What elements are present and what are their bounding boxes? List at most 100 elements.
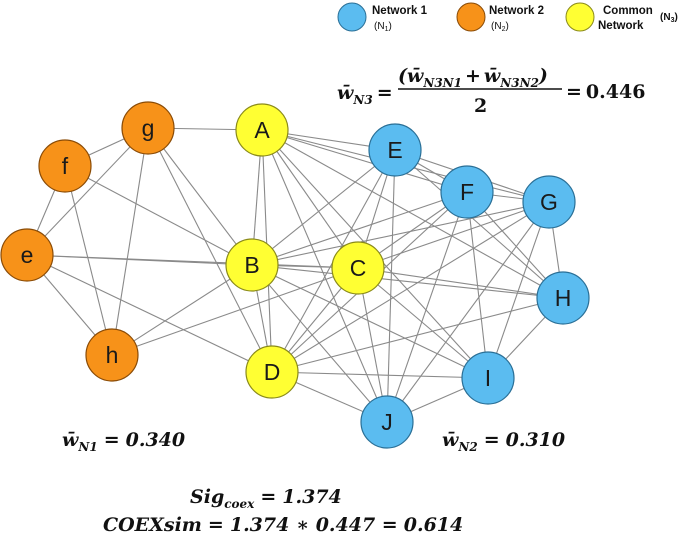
node-label-A: A (254, 117, 270, 143)
node-circle-E (368, 123, 422, 177)
edge-g-e (26, 127, 149, 256)
node-circle-G (522, 175, 576, 229)
node-h: h (85, 328, 139, 382)
node-E: E (368, 123, 422, 177)
node-D: D (245, 345, 299, 399)
formula-coexsim-text: COEXsim=1.374 ∗ 0.447 =0.614 (103, 514, 463, 536)
node-F: F (440, 165, 494, 219)
node-H: H (536, 271, 590, 325)
legend-label-network-1: Network 1 (372, 5, 428, 17)
edge-B-E (251, 149, 396, 266)
edge-F-J (386, 191, 468, 423)
edge-g-h (111, 127, 149, 356)
formula-sig-coex-text: Sigcoex=1.374 (190, 486, 342, 511)
legend-label-network-2: Network 2 (489, 5, 544, 17)
formula-w-n1-text: w̄N1=0.340 (62, 429, 185, 454)
legend-label-common: Common (603, 5, 653, 17)
node-I: I (461, 351, 515, 405)
edge-D-I (271, 371, 489, 379)
node-C: C (331, 241, 385, 295)
node-e: e (0, 228, 54, 282)
node-G: G (522, 175, 576, 229)
legend-item-network-1: Network 1 (N1) (337, 2, 428, 33)
node-label-B: B (244, 252, 259, 278)
legend-swatch-network-2 (456, 2, 486, 32)
legend-sub-network-2: (N2) (491, 21, 509, 33)
edge-B-F (251, 191, 468, 266)
node-circle-e (0, 228, 54, 282)
edge-B-J (251, 264, 388, 423)
edge-E-J (386, 149, 396, 423)
node-g: g (121, 101, 175, 155)
node-label-H: H (555, 285, 572, 311)
edge-B-H (251, 264, 564, 299)
edge-h-C (111, 267, 359, 356)
node-circle-I (461, 351, 515, 405)
node-circle-F (440, 165, 494, 219)
edge-A-H (261, 129, 564, 299)
node-layer: A B C D E F G H I Je f g h (0, 101, 590, 449)
edge-f-h (64, 165, 113, 356)
edge-f-B (64, 165, 253, 266)
edge-C-H (357, 267, 564, 299)
formula-w-n3-denominator: 2 (474, 95, 487, 117)
legend-item-network-2: Network 2 (N2) (456, 2, 544, 33)
formula-w-n3-numerator: (w̄N3N1+w̄N3N2) (398, 65, 548, 90)
node-circle-D (245, 345, 299, 399)
node-circle-f (38, 139, 92, 193)
node-label-F: F (460, 179, 474, 205)
node-label-E: E (387, 137, 402, 163)
edge-A-J (261, 129, 388, 423)
edge-B-G (251, 201, 550, 266)
formula-w-n2-text: w̄N2=0.310 (442, 429, 565, 454)
formula-w-n3: w̄N3= (w̄N3N1+w̄N3N2) 2 =0.446 (337, 65, 645, 117)
node-label-C: C (350, 255, 367, 281)
formula-w-n3-lhs: w̄N3= (337, 82, 393, 107)
edge-g-B (147, 127, 253, 266)
node-A: A (235, 103, 289, 157)
edge-h-B (111, 264, 253, 356)
formula-sig-coex: Sigcoex=1.374 (190, 486, 342, 511)
edge-D-G (271, 201, 550, 373)
formula-w-n1: w̄N1=0.340 (62, 429, 185, 454)
node-circle-B (225, 238, 279, 292)
node-label-h: h (106, 342, 119, 368)
edge-G-J (386, 201, 550, 423)
node-B: B (225, 238, 279, 292)
node-circle-C (331, 241, 385, 295)
node-f: f (38, 139, 92, 193)
legend-sub-network-1: (N1) (374, 21, 392, 33)
node-label-g: g (142, 115, 155, 141)
node-label-D: D (264, 359, 281, 385)
edge-A-F (261, 129, 468, 193)
node-circle-A (235, 103, 289, 157)
edge-g-D (147, 127, 273, 373)
node-circle-h (85, 328, 139, 382)
legend-sub-common-network: (N3) (660, 12, 678, 24)
legend-label-network: Network (598, 20, 644, 32)
edge-E-H (394, 149, 564, 299)
legend-item-common-network: Common Network (N3) (565, 2, 678, 32)
node-J: J (360, 395, 414, 449)
node-label-e: e (21, 242, 34, 268)
node-label-I: I (485, 365, 491, 391)
edge-B-I (251, 264, 489, 379)
legend: Network 1 (N1) Network 2 (N2) Common Net… (337, 2, 678, 33)
node-label-G: G (540, 189, 558, 215)
node-circle-g (121, 101, 175, 155)
edge-F-I (466, 191, 489, 379)
node-label-f: f (62, 153, 69, 179)
edge-e-C (26, 254, 359, 269)
node-circle-J (360, 395, 414, 449)
edge-C-G (357, 201, 550, 269)
edge-G-I (487, 201, 550, 379)
edge-e-D (26, 254, 273, 373)
formula-w-n2: w̄N2=0.310 (442, 429, 565, 454)
legend-swatch-common-network (565, 2, 595, 32)
node-label-J: J (381, 409, 393, 435)
legend-swatch-network-1 (337, 2, 367, 32)
formula-w-n3-result: =0.446 (566, 81, 645, 103)
node-circle-H (536, 271, 590, 325)
edge-C-I (357, 267, 489, 379)
